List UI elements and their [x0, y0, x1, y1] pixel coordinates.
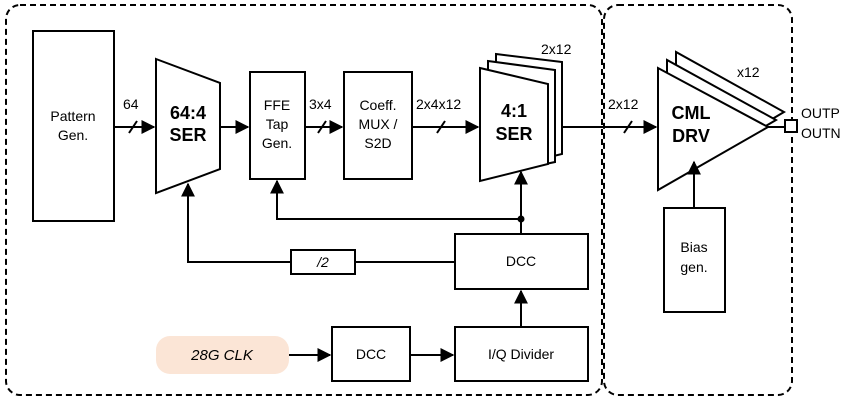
dcc-bottom-label: DCC [356, 346, 386, 362]
coeff-mux-block [343, 71, 413, 180]
clk-source-label: 28G CLK [190, 347, 254, 364]
ffe-to-mux-bus-label: 3x4 [309, 96, 332, 112]
ffe-label-2: Tap [266, 116, 289, 132]
dcc-to-ffe-wire [270, 179, 521, 220]
bias-gen-label-2: gen. [680, 259, 707, 275]
ser-64-4-label-2: SER [169, 125, 206, 145]
clk-source-badge [156, 336, 289, 374]
coeff-mux-label-1: Coeff. [359, 97, 396, 113]
coeff-mux-label-2: MUX / [359, 116, 398, 132]
ffe-tap-gen-block [249, 71, 306, 180]
ser-to-drv-bus-label: 2x12 [608, 96, 639, 112]
cml-drv-block [657, 66, 771, 192]
iq-divider-label: I/Q Divider [488, 346, 554, 362]
ser-64-4-label-1: 64:4 [170, 103, 206, 123]
ser-to-drv-bus-slash [623, 120, 633, 134]
pattern-gen-block [32, 30, 115, 222]
pattern-gen-label-1: Pattern [50, 108, 95, 124]
coeff-mux-label-3: S2D [364, 135, 391, 151]
ser-64-4-block [155, 57, 221, 195]
ffe-label-3: Gen. [262, 135, 292, 151]
cml-drv-label-1: CML [672, 103, 711, 123]
div2-to-ser-64-4-wire [181, 182, 291, 263]
div2-label: /2 [316, 254, 329, 270]
ser-4-1-block [479, 66, 549, 183]
ffe-to-mux-bus-slash [317, 120, 327, 134]
pg-to-ser-bus-slash [128, 120, 138, 134]
dcc-top-label: DCC [506, 253, 536, 269]
drv-stack-count-label: x12 [737, 64, 760, 80]
iq-divider-block [454, 326, 589, 382]
digital-region-border [5, 4, 603, 396]
bias-gen-block [663, 207, 726, 313]
driver-region-border [603, 4, 793, 396]
mux-to-ser-bus-label: 2x4x12 [416, 96, 461, 112]
outn-label: OUTN [801, 125, 841, 141]
dcc-top-block [454, 233, 589, 290]
outp-label: OUTP [801, 105, 840, 121]
cml-drv-label-2: DRV [672, 126, 710, 146]
ser-4-1-label-2: SER [495, 124, 532, 144]
ffe-label-1: FFE [264, 97, 290, 113]
ser-stack-count-label: 2x12 [541, 41, 572, 57]
pattern-gen-label-2: Gen. [58, 127, 88, 143]
bias-gen-label-1: Bias [680, 239, 707, 255]
ser-4-1-label-1: 4:1 [501, 101, 527, 121]
mux-to-ser-bus-slash [436, 120, 446, 134]
output-pad [784, 119, 798, 133]
pg-to-ser-bus-label: 64 [123, 96, 139, 112]
